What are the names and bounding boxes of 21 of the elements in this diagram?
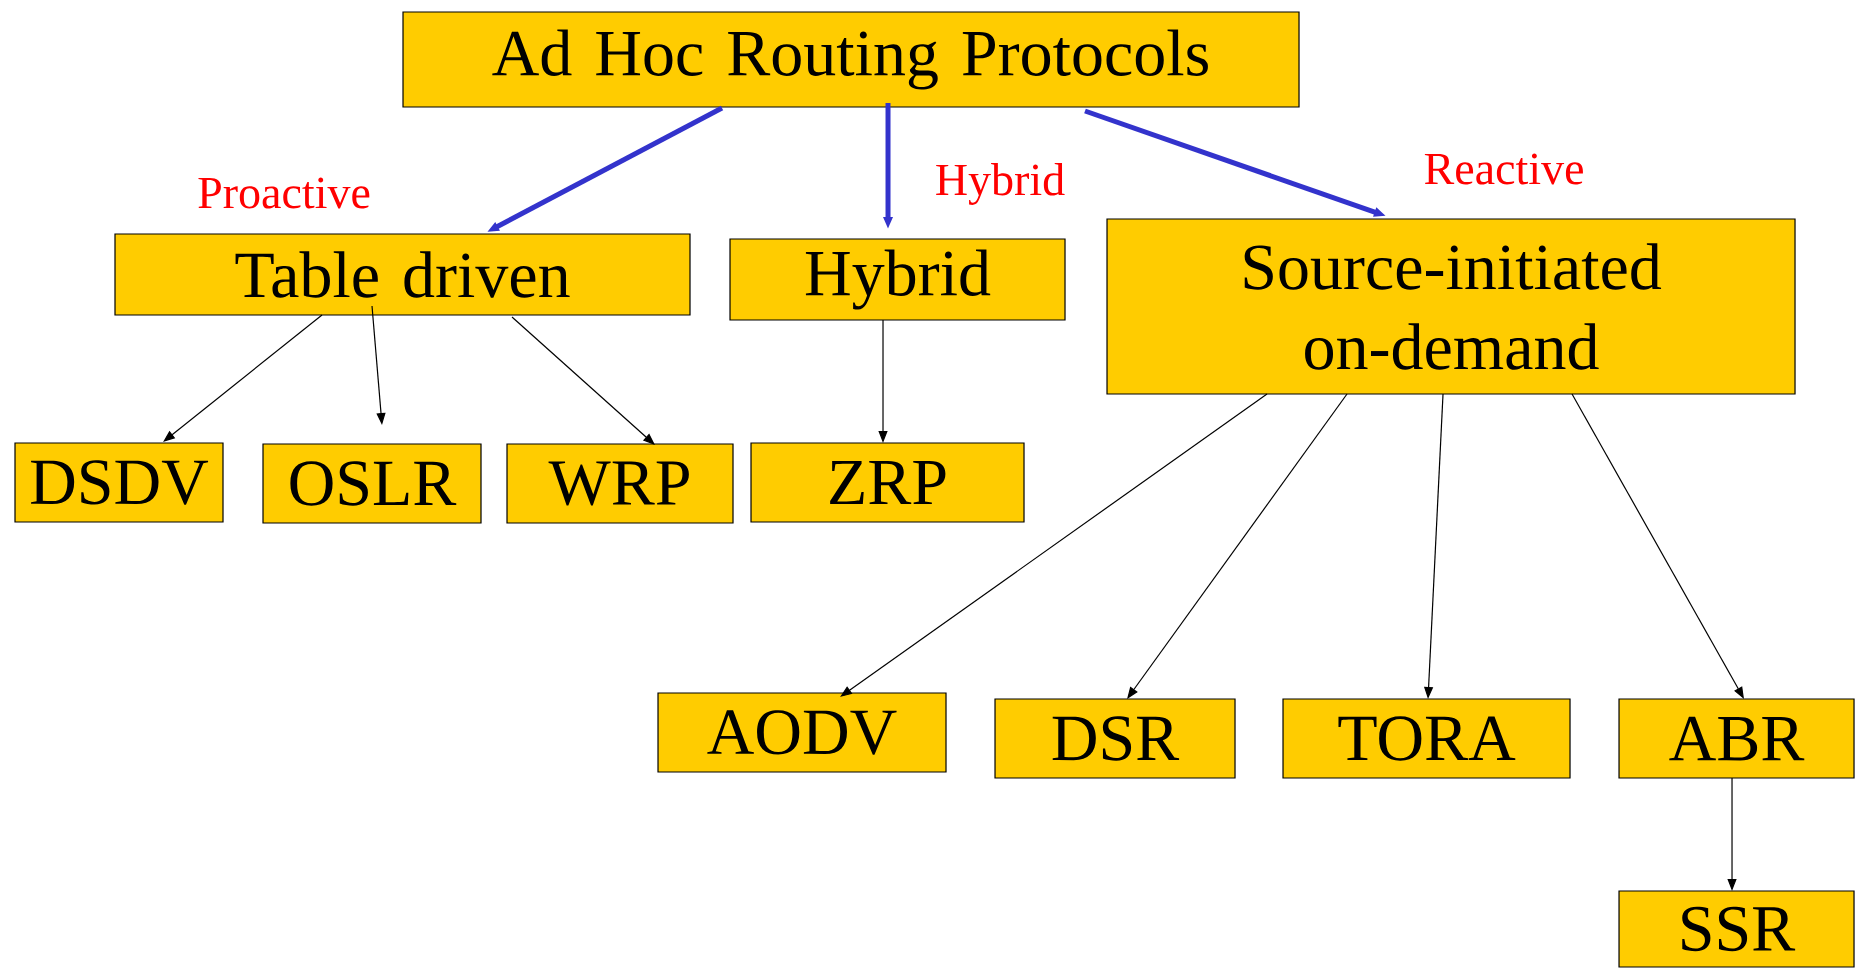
protocol-box: DSDV [14, 442, 224, 523]
arrow [163, 314, 323, 442]
arrow [511, 316, 655, 445]
protocol-box: Source-initiated on-demand [1106, 218, 1796, 395]
protocol-box: WRP [506, 443, 734, 524]
protocol-box: Hybrid [729, 238, 1066, 321]
protocol-box: ZRP [750, 442, 1025, 523]
protocol-box: ABR [1618, 698, 1855, 779]
edge-label: Reactive [1421, 151, 1587, 187]
edge-label: Hybrid [932, 161, 1068, 207]
arrow [1127, 393, 1348, 699]
arrow [840, 393, 1268, 697]
protocol-box: Ad Hoc Routing Protocols [402, 11, 1300, 108]
protocol-box: TORA [1282, 698, 1571, 779]
protocol-box: Table driven [114, 233, 691, 316]
protocol-box: OSLR [262, 443, 482, 524]
protocol-box: DSR [994, 698, 1236, 779]
protocol-box: SSR [1618, 890, 1855, 968]
edge-label: Proactive [195, 175, 373, 211]
protocol-box: AODV [657, 692, 947, 773]
arrow [1571, 393, 1744, 699]
